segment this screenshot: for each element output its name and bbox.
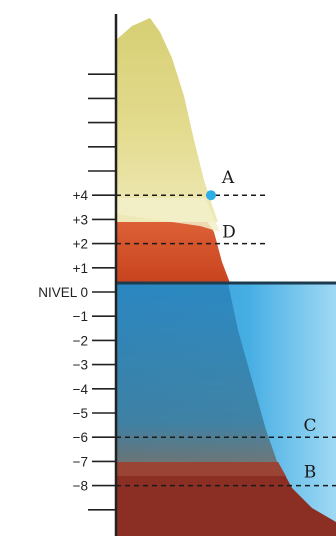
- tick-label-2: +2: [73, 237, 88, 252]
- tick-label-0: NIVEL 0: [38, 285, 88, 300]
- tick-label--2: −2: [73, 333, 88, 348]
- tick-label--6: −6: [73, 430, 88, 445]
- point-label-b: B: [304, 463, 317, 483]
- tick-label--4: −4: [73, 382, 89, 397]
- tick-label-3: +3: [73, 212, 88, 227]
- tick-label--5: −5: [73, 406, 88, 421]
- point-label-c: C: [303, 416, 316, 436]
- tick-label--1: −1: [73, 309, 88, 324]
- point-marker-a: [206, 190, 216, 200]
- tick-marks: [88, 74, 116, 510]
- tick-label--7: −7: [73, 454, 88, 469]
- mountain-peak: [116, 18, 218, 222]
- point-label-d: D: [222, 223, 236, 243]
- seabed-highlight: [116, 462, 286, 476]
- tick-label--8: −8: [73, 479, 88, 494]
- point-label-a: A: [221, 168, 235, 188]
- tick-label-1: +1: [73, 261, 88, 276]
- tick-label-4: +4: [73, 188, 89, 203]
- tick-label--3: −3: [73, 358, 88, 373]
